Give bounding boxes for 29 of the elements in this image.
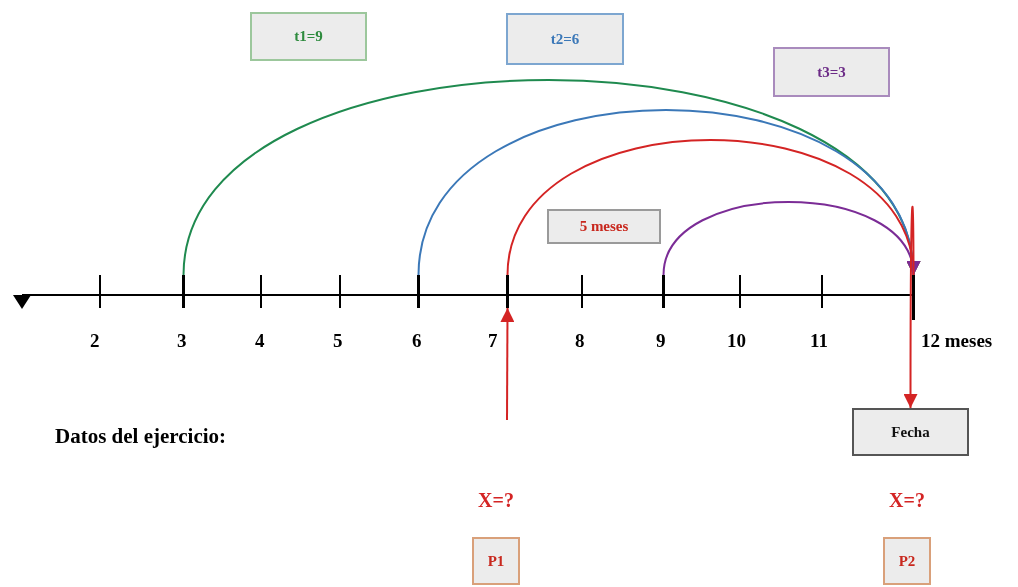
label-box: P2 bbox=[883, 537, 931, 585]
label-box: t3=3 bbox=[773, 47, 890, 97]
tick-mark bbox=[662, 275, 665, 308]
tick-mark bbox=[417, 275, 420, 308]
axis-label: 9 bbox=[656, 330, 666, 352]
heading-text: Datos del ejercicio: bbox=[55, 424, 227, 449]
arc-arrow bbox=[662, 201, 918, 276]
label-box: t2=6 bbox=[506, 13, 624, 65]
label-box: t1=9 bbox=[250, 12, 367, 61]
label-box: P1 bbox=[472, 537, 520, 585]
axis-label: 10 bbox=[727, 330, 746, 352]
tick-mark bbox=[912, 275, 915, 320]
unknown-value-label: X=? bbox=[478, 489, 514, 512]
arrow bbox=[500, 307, 515, 421]
tick-mark bbox=[182, 275, 185, 308]
axis-label: 11 bbox=[810, 330, 828, 352]
axis-label: 12 meses bbox=[921, 330, 993, 352]
axis-label: 3 bbox=[177, 330, 187, 352]
axis-label: 6 bbox=[412, 330, 422, 352]
tick-mark bbox=[506, 275, 509, 308]
label-box: Fecha bbox=[852, 408, 969, 456]
axis-label: 7 bbox=[488, 330, 498, 352]
unknown-value-label: X=? bbox=[889, 489, 925, 512]
axis-label: 4 bbox=[255, 330, 265, 352]
arc-arrow bbox=[903, 205, 918, 409]
axis-label: 5 bbox=[333, 330, 343, 352]
axis-label: 8 bbox=[575, 330, 585, 352]
label-box: 5 meses bbox=[547, 209, 661, 244]
axis-label: 2 bbox=[90, 330, 100, 352]
